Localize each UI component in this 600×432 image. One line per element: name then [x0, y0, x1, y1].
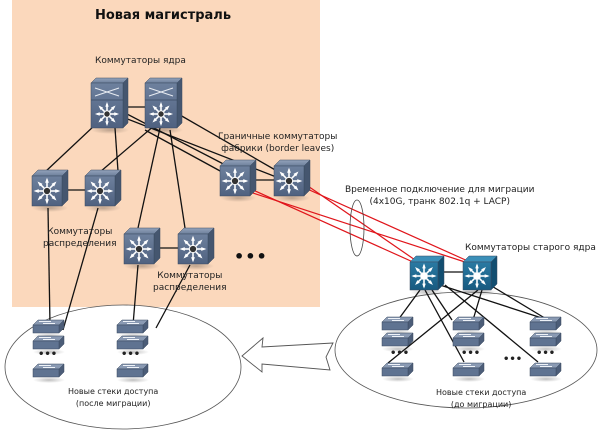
distribution-label-2-line1: Коммутаторы	[157, 271, 223, 281]
stack-ellipsis: •••	[390, 348, 410, 359]
temporary-connection-label-line1: Временное подключение для миграции	[345, 185, 535, 195]
new-access-switch-6	[116, 363, 149, 383]
border-leaf-switch-1	[219, 159, 257, 202]
border-leaves-label-line2: фабрики (border leaves)	[221, 144, 335, 154]
distribution-label-2-line2: распределения	[153, 283, 227, 293]
new-access-label-line1: Новые стеки доступа	[68, 387, 159, 396]
old-access-switch-9	[529, 362, 562, 382]
stack-ellipsis: •••	[536, 348, 556, 359]
stack-ellipsis: •••	[121, 349, 141, 360]
old-access-switch-8	[529, 332, 562, 352]
diagram-title: Новая магистраль	[95, 8, 232, 23]
core-switches-label: Коммутаторы ядра	[95, 56, 186, 66]
new-backbone-zone	[12, 0, 320, 307]
old-access-switch-6	[452, 362, 485, 382]
migration-arrow	[241, 336, 334, 373]
distribution-switch-1a	[31, 169, 69, 212]
more-distribution-ellipsis: •••	[234, 247, 268, 266]
new-access-label-line2: (после миграции)	[75, 399, 151, 408]
old-core-switch-2	[462, 255, 498, 296]
border-leaf-switch-2	[273, 159, 311, 202]
stack-ellipsis: •••	[461, 348, 481, 359]
old-access-switch-3	[381, 362, 414, 382]
temporary-connection-label-line2: (4x10G, транк 802.1q + LACP)	[369, 197, 510, 207]
border-leaves-label: Граничные коммутаторы фабрики (border le…	[218, 131, 337, 155]
distribution-switch-2b	[177, 227, 215, 270]
migration-links	[252, 183, 471, 263]
old-core-switches-label: Коммутаторы старого ядра	[465, 243, 596, 253]
lacp-bundle-marker	[349, 199, 365, 257]
temporary-connection-label: Временное подключение для миграции (4x10…	[345, 184, 534, 208]
distribution-label-1-line2: распределения	[43, 239, 117, 249]
old-access-label-line2: (до миграции)	[450, 400, 512, 409]
old-core-switch-1	[409, 255, 445, 296]
new-access-switch-2	[32, 335, 65, 355]
core-switch-2	[144, 77, 184, 134]
new-access-switch-1	[32, 319, 65, 339]
new-access-switch-5	[116, 335, 149, 355]
distribution-switches-label-2: Коммутаторы распределения	[153, 270, 227, 294]
old-access-switch-2	[381, 332, 414, 352]
stack-ellipsis: •••	[38, 349, 58, 360]
stack-ellipsis: •••	[503, 354, 523, 365]
core-switch-1	[90, 77, 130, 134]
border-leaves-label-line1: Граничные коммутаторы	[218, 132, 338, 142]
distribution-label-1-line1: Коммутаторы	[47, 227, 113, 237]
old-access-switch-5	[452, 332, 485, 352]
old-access-stacks-label: Новые стеки доступа (до миграции)	[436, 387, 526, 411]
new-backbone-links	[44, 106, 285, 331]
new-access-stacks-label: Новые стеки доступа (после миграции)	[68, 386, 158, 410]
new-access-switch-3	[32, 363, 65, 383]
old-access-label-line1: Новые стеки доступа	[436, 388, 527, 397]
distribution-switch-1b	[84, 169, 122, 212]
distribution-switch-2a	[123, 227, 161, 270]
distribution-switches-label-1: Коммутаторы распределения	[43, 226, 117, 250]
